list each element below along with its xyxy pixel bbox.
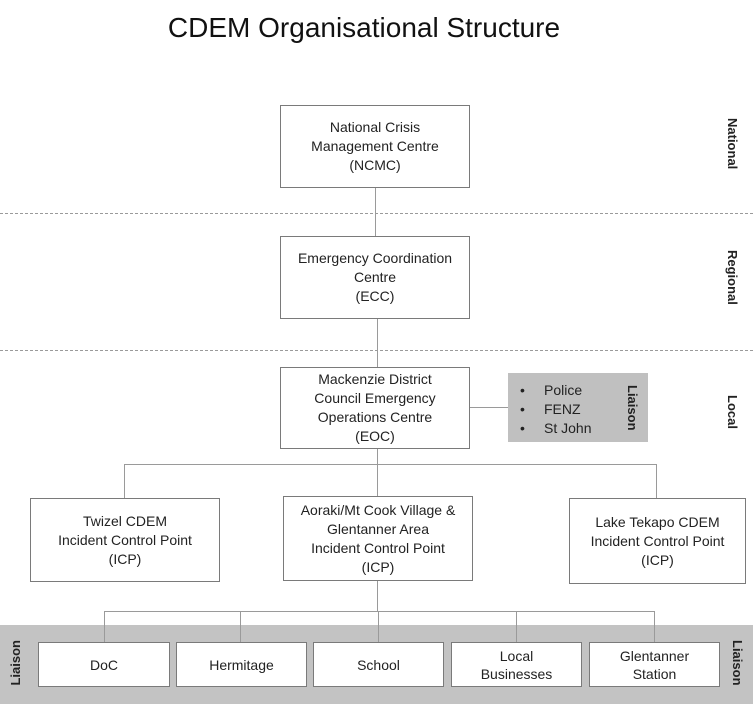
node-ecc-line-1: Emergency Coordination (297, 250, 453, 266)
node-eoc-line-2: Council Emergency (314, 390, 436, 406)
bottom-liaison-label-right: Liaison (730, 640, 745, 686)
node-eoc-line-3: Operations Centre (317, 409, 433, 425)
node-tekapo-line-1: Lake Tekapo CDEM (595, 513, 720, 530)
node-glentanner-line-2: Station (632, 665, 677, 682)
node-ecc: Emergency Coordination Centre (ECC) (280, 236, 470, 319)
eoc-liaison-panel: Police FENZ St John Liaison (508, 373, 648, 442)
node-eoc: Mackenzie District Council Emergency Ope… (280, 367, 470, 449)
node-ncmc-line-3: (NCMC) (349, 157, 401, 173)
node-ncmc-line-1: National Crisis (329, 119, 421, 135)
node-local-businesses: Local Businesses (451, 642, 582, 687)
node-aoraki-line-4: (ICP) (361, 558, 395, 575)
eoc-liaison-item: FENZ (520, 400, 591, 419)
connector-local-businesses (516, 611, 517, 642)
connector-glentanner-station (654, 611, 655, 642)
connector-eoc-liaison (470, 407, 508, 408)
connector-bottom-bus (104, 611, 655, 612)
node-tekapo-icp: Lake Tekapo CDEM Incident Control Point … (569, 498, 746, 584)
node-tekapo-line-3: (ICP) (641, 551, 674, 568)
node-eoc-line-4: (EOC) (355, 428, 395, 444)
node-aoraki-line-3: Incident Control Point (311, 539, 445, 556)
connector-tekapo (656, 464, 657, 498)
node-eoc-line-1: Mackenzie District (318, 371, 432, 387)
node-twizel-line-2: Incident Control Point (58, 531, 192, 548)
level-label-local: Local (725, 395, 740, 429)
node-doc-line-1: DoC (89, 656, 118, 673)
level-label-national: National (725, 118, 740, 170)
connector-eoc-down (377, 448, 378, 464)
level-divider-national-regional (0, 213, 753, 214)
node-twizel-line-3: (ICP) (108, 550, 142, 567)
node-local-businesses-line-2: Businesses (480, 665, 553, 682)
node-local-businesses-line-1: Local (499, 647, 534, 664)
node-aoraki-line-2: Glentanner Area (327, 520, 429, 537)
node-glentanner-line-1: Glentanner (619, 647, 690, 664)
diagram-title: CDEM Organisational Structure (167, 12, 561, 43)
connector-twizel (124, 464, 125, 498)
node-aoraki-icp: Aoraki/Mt Cook Village & Glentanner Area… (283, 496, 473, 581)
connector-school (378, 611, 379, 642)
bottom-liaison-label-left: Liaison (8, 640, 23, 686)
node-ncmc-line-2: Management Centre (311, 138, 439, 154)
node-ecc-line-3: (ECC) (355, 288, 395, 304)
connector-icp-bus (124, 464, 657, 465)
connector-hermitage (240, 611, 241, 642)
connector-aoraki-down (377, 581, 378, 611)
eoc-liaison-item: Police (520, 381, 591, 400)
level-label-regional: Regional (725, 250, 740, 305)
connector-doc (104, 611, 105, 642)
node-school: School (313, 642, 444, 687)
node-aoraki-line-1: Aoraki/Mt Cook Village & (300, 501, 456, 518)
eoc-liaison-list: Police FENZ St John (520, 381, 591, 438)
node-hermitage-line-1: Hermitage (209, 656, 274, 673)
node-tekapo-line-2: Incident Control Point (590, 532, 725, 549)
node-school-line-1: School (357, 656, 400, 673)
node-hermitage: Hermitage (176, 642, 307, 687)
node-glentanner-station: Glentanner Station (589, 642, 720, 687)
eoc-liaison-item: St John (520, 419, 591, 438)
connector-ecc-eoc (377, 319, 378, 367)
node-ncmc: National Crisis Management Centre (NCMC) (280, 105, 470, 188)
eoc-liaison-label: Liaison (625, 385, 640, 431)
connector-aoraki (377, 464, 378, 496)
level-divider-regional-local (0, 350, 753, 351)
node-doc: DoC (38, 642, 170, 687)
node-twizel-line-1: Twizel CDEM (82, 512, 167, 529)
connector-ncmc-ecc (375, 187, 376, 236)
node-twizel-icp: Twizel CDEM Incident Control Point (ICP) (30, 498, 220, 582)
node-ecc-line-2: Centre (353, 269, 397, 285)
